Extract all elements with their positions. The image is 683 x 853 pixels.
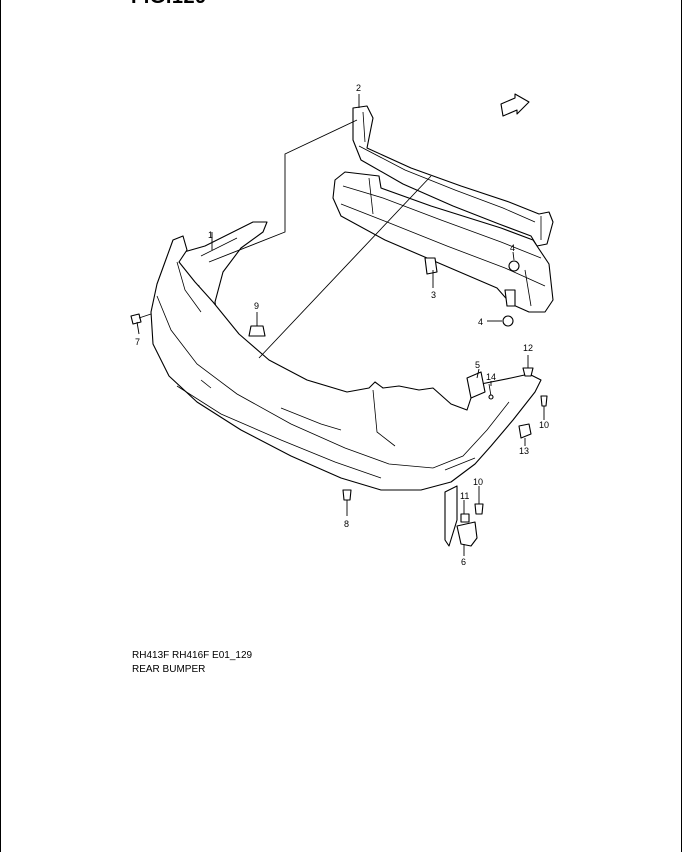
bumper-reinforcement-beam: [332, 171, 554, 313]
bumper-cover: [150, 235, 542, 491]
bolt-7: [130, 313, 152, 325]
callout-10-lower: 10: [473, 477, 483, 487]
callout-7: 7: [135, 337, 140, 347]
fastener-nut-4b: [502, 315, 514, 327]
clip-13: [518, 423, 532, 439]
screw-14: [488, 383, 494, 400]
callout-12: 12: [523, 343, 533, 353]
callout-14: 14: [486, 372, 496, 382]
callout-10-right: 10: [539, 420, 549, 430]
diagram-name-caption: REAR BUMPER: [132, 664, 206, 675]
leader-lines: [136, 94, 545, 556]
callout-13: 13: [519, 446, 529, 456]
fastener-nut-4a: [508, 260, 520, 272]
callout-8: 8: [344, 519, 349, 529]
callout-11: 11: [460, 491, 469, 501]
bracket-5: [466, 371, 486, 399]
diagram-code-caption: RH413F RH416F E01_129: [132, 650, 253, 661]
figure-title: FIG.129: [131, 0, 207, 9]
upper-reinforcement-bracket: [352, 105, 554, 247]
clip-9: [248, 325, 266, 337]
callout-5: 5: [475, 360, 480, 370]
clip-12: [522, 367, 534, 377]
callout-4-lower: 4: [478, 317, 483, 327]
callout-9: 9: [254, 301, 259, 311]
callout-2: 2: [356, 83, 361, 93]
callout-labels: 2 1 4 3 4 9 7 12 5 14 10 13 10 11 8 6: [135, 83, 549, 567]
callout-6: 6: [461, 557, 466, 567]
screw-10a: [540, 395, 548, 407]
callout-1: 1: [208, 230, 213, 240]
forward-direction-arrow: [500, 93, 530, 117]
nut-11: [460, 513, 470, 523]
lower-bracket-panel: [444, 485, 478, 547]
callout-3: 3: [431, 290, 436, 300]
screw-8: [342, 489, 352, 501]
callout-4-upper: 4: [510, 243, 515, 253]
screw-10b: [474, 503, 484, 515]
